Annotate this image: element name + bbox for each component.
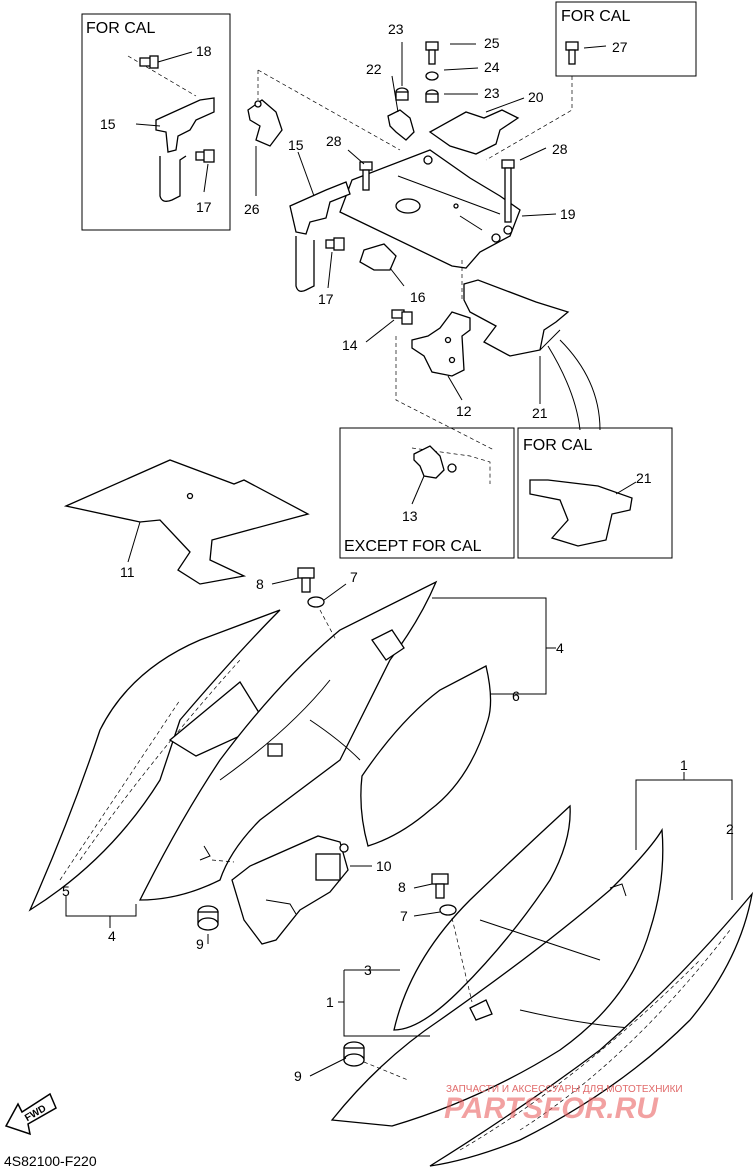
wire-loop-cal	[159, 155, 187, 202]
bolt-18	[139, 55, 159, 69]
callout-21-cal: 21	[636, 470, 652, 486]
washer-24	[425, 71, 439, 81]
pad-20	[428, 109, 520, 155]
callout-5: 5	[62, 883, 70, 899]
callout-17-cal: 17	[196, 199, 212, 215]
washer-7-right	[439, 904, 457, 916]
callout-10: 10	[376, 858, 392, 874]
bracket-15-cal	[155, 97, 215, 153]
clip-22	[387, 109, 415, 141]
callout-17: 17	[318, 291, 334, 307]
callout-9-right: 9	[294, 1068, 302, 1084]
clamp-16	[359, 243, 397, 271]
callout-21: 21	[532, 405, 548, 421]
callout-7-right: 7	[400, 908, 408, 924]
callout-4-lower: 4	[108, 928, 116, 944]
panel-3	[393, 804, 571, 1031]
for-cal-box-top-right: FOR CAL 27	[485, 1, 697, 161]
clamp-13	[413, 445, 445, 479]
right-side-cover: 1 2 3 1 8 7 9	[294, 757, 754, 1167]
callout-4-upper: 4	[556, 640, 564, 656]
grommet-9-left	[197, 905, 219, 931]
callout-18: 18	[196, 43, 212, 59]
callout-23b: 23	[484, 85, 500, 101]
sheet-11: 11	[63, 459, 310, 585]
callout-8-right: 8	[398, 879, 406, 895]
bolt-25	[425, 41, 439, 65]
callout-25: 25	[484, 35, 500, 51]
panel-2	[429, 891, 754, 1167]
bracket-12	[411, 311, 471, 377]
callout-26: 26	[244, 201, 260, 217]
pad-21-cal	[529, 479, 633, 547]
bolt-27	[565, 41, 579, 65]
clamp-26	[247, 99, 283, 147]
callout-8-left: 8	[256, 576, 264, 592]
diagram-code: 4S82100-F220	[4, 1153, 97, 1169]
callout-7-left: 7	[350, 569, 358, 585]
callout-6: 6	[512, 688, 520, 704]
grommet-9-right	[343, 1041, 365, 1067]
except-for-cal-title: EXCEPT FOR CAL	[344, 538, 482, 555]
pad-21	[463, 279, 570, 357]
callout-1-lower: 1	[326, 994, 334, 1010]
bracket-15	[289, 181, 351, 235]
callout-22: 22	[366, 61, 382, 77]
callout-28a: 28	[326, 133, 342, 149]
watermark-logo: PARTSFOR.RU	[444, 1092, 659, 1125]
callout-16: 16	[410, 289, 426, 305]
callout-13: 13	[402, 508, 418, 524]
callout-9-left: 9	[196, 936, 204, 952]
callout-12: 12	[456, 403, 472, 419]
bolt-14	[391, 309, 413, 325]
for-cal-box-title: FOR CAL	[523, 437, 592, 454]
callout-14: 14	[342, 337, 358, 353]
washer-7-left	[307, 596, 325, 608]
callout-2: 2	[726, 821, 734, 837]
bolt-17	[325, 237, 345, 251]
callout-15: 15	[288, 137, 304, 153]
callout-3: 3	[364, 962, 372, 978]
wire-loop	[295, 236, 315, 292]
for-cal-box-top-left: FOR CAL 18 15 17	[81, 13, 231, 231]
watermark-tagline: ЗАПЧАСТИ И АКСЕССУАРЫ ДЛЯ МОТОТЕХНИКИ	[446, 1084, 683, 1095]
bolt-28b	[501, 159, 515, 223]
callout-24: 24	[484, 59, 500, 75]
watermark: ЗАПЧАСТИ И АКСЕССУАРЫ ДЛЯ МОТОТЕХНИКИ PA…	[444, 1084, 683, 1125]
battery-tray-assembly: 23 22 25 24 23 20 28 28 15 19 26 17 16 1…	[244, 21, 601, 451]
cover-4	[138, 580, 438, 901]
for-cal-box-middle-right: FOR CAL 21	[517, 427, 673, 559]
except-for-cal-box: 13 EXCEPT FOR CAL	[339, 427, 515, 559]
cover-1	[330, 827, 664, 1127]
fwd-label: FWD	[23, 1103, 48, 1124]
panel-6	[360, 665, 492, 847]
bracket-10: 10	[231, 835, 392, 945]
panel-5	[28, 609, 281, 912]
callout-1-upper: 1	[680, 757, 688, 773]
callout-23a: 23	[388, 21, 404, 37]
callout-20: 20	[528, 89, 544, 105]
callout-19: 19	[560, 206, 576, 222]
left-side-cover: 4 6 5 4 8 7 9	[28, 567, 564, 952]
callout-15-cal: 15	[100, 116, 116, 132]
for-cal-box-title: FOR CAL	[561, 8, 630, 25]
fwd-arrow-icon: FWD	[4, 1092, 57, 1136]
callout-11: 11	[120, 564, 135, 580]
bolt-8-right	[431, 873, 449, 899]
callout-28b: 28	[552, 141, 568, 157]
for-cal-box-title: FOR CAL	[86, 20, 155, 37]
bolt-28a	[359, 161, 373, 191]
battery-tray-19	[339, 149, 521, 269]
callout-27: 27	[612, 39, 628, 55]
bolt-17-cal	[195, 149, 215, 163]
bolt-8-left	[297, 567, 315, 593]
